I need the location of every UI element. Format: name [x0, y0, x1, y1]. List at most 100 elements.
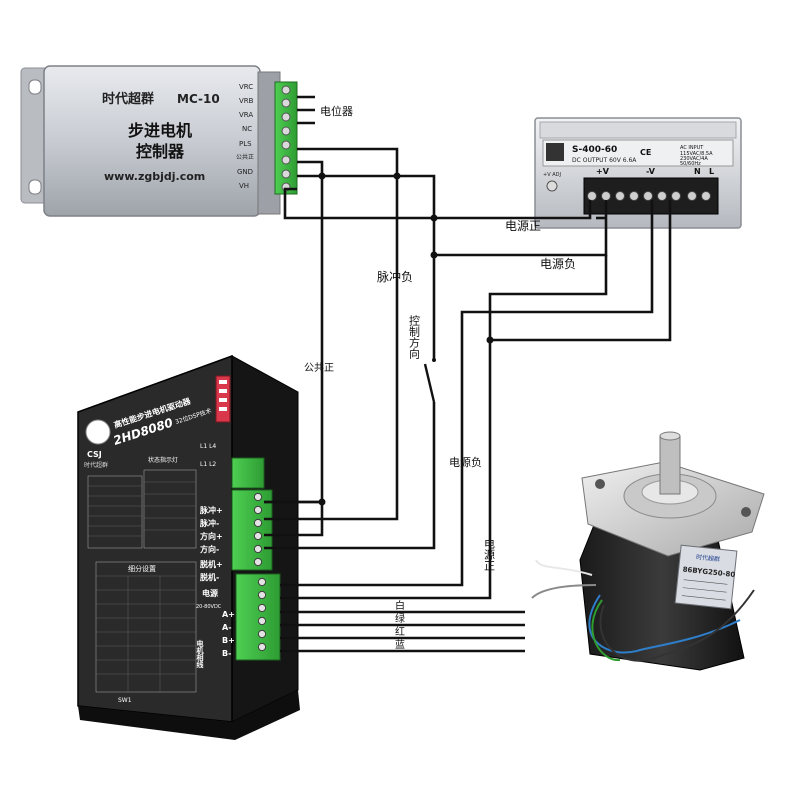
motor-lead-red [531, 584, 597, 599]
driver-terminal-power [235, 573, 281, 661]
wire-driver-power-branch [490, 200, 672, 342]
driver-brand: 时代超群 [84, 461, 108, 469]
junction-dot [430, 214, 438, 222]
driver-term-voltage: 20-80VDC [196, 604, 222, 610]
label-power-pos-mid: 电源正 [483, 538, 496, 571]
psu-term-n: N [694, 167, 701, 176]
controller-terminal-labels: VRC VRB VRA NC PLS 公共正 GND VH [236, 83, 254, 190]
driver-led-label-1: L1 L4 [200, 443, 216, 450]
screw [257, 642, 267, 652]
driver-status-header: 状态指示灯 [148, 456, 178, 464]
driver-motor-pin: B+ [222, 636, 235, 645]
driver-dip-levers [219, 380, 227, 411]
psu-term-v-neg: -V [646, 167, 656, 176]
controller-terminal-block [274, 81, 298, 195]
screw [281, 85, 291, 95]
dip-lever[interactable] [219, 389, 227, 393]
screw [281, 126, 291, 136]
controller-website: www.zgbjdj.com [104, 170, 205, 183]
potentiometer-label: 电位器 [320, 104, 353, 118]
driver-logo: CSJ 时代超群 [84, 419, 111, 469]
psu-ce-mark: CE [640, 148, 651, 157]
controller-term-label: VH [239, 182, 249, 190]
junction-dot [430, 251, 438, 259]
stepper-motor: 时代超群 86BYG250-80 [531, 431, 765, 671]
driver-bottom-fins [78, 690, 300, 740]
psu-adjust-knob [546, 180, 558, 192]
controller-title-line2: 控制器 [136, 142, 185, 161]
screw [257, 616, 267, 626]
screw [257, 603, 267, 613]
label-wire-red: 红 [395, 625, 405, 638]
psu-ac-input: AC INPUT [680, 145, 704, 151]
motor-label-lines [681, 579, 728, 601]
wire-direction-lower [264, 402, 436, 550]
wire-vh [283, 187, 592, 220]
dip-lever[interactable] [219, 407, 227, 411]
controller-mount-hole-top [28, 79, 42, 95]
motor-shaft [659, 435, 681, 495]
label-power-neg-top: 电源负 [540, 257, 576, 271]
screw [687, 191, 697, 201]
driver-term-offline-neg: 脱机- [200, 572, 219, 582]
motor-shaft-tip [659, 431, 681, 441]
controller-term-label: VRC [239, 83, 253, 91]
driver-logo-text: CSJ [87, 450, 102, 459]
driver-logo-badge [85, 419, 111, 445]
screw [253, 518, 263, 528]
wire-labels: 电源正 电源负 脉冲负 控制方向 公共正 电源负 电源正 白 绿 红 蓝 [304, 219, 576, 651]
screw [671, 191, 681, 201]
screw [615, 191, 625, 201]
screw [253, 505, 263, 515]
screw [657, 191, 667, 201]
controller-module: 时代超群 MC-10 步进电机 控制器 www.zgbjdj.com VRC V… [20, 65, 298, 217]
direction-switch[interactable] [423, 358, 436, 403]
psu-term-l: L [709, 167, 714, 176]
controller-screws [281, 85, 291, 192]
psu-vent-top [539, 121, 737, 139]
controller-case [43, 65, 261, 217]
junction-dot [318, 498, 326, 506]
controller-term-label: PLS [239, 140, 252, 148]
controller-brand: 时代超群 [102, 91, 154, 107]
signal-wires [264, 147, 672, 653]
dip-lever[interactable] [219, 380, 227, 384]
driver-table-right [143, 469, 197, 549]
motor-leads [531, 559, 755, 662]
driver-table-left [87, 475, 143, 549]
psu-logo-box [546, 143, 564, 161]
controller-model: MC-10 [177, 92, 220, 106]
controller-term-label: 公共正 [236, 153, 254, 161]
label-wire-white: 白 [395, 599, 405, 612]
controller-term-label: NC [242, 125, 252, 133]
psu-model: S-400-60 [572, 145, 617, 155]
wire-driver-power-pos [280, 200, 654, 587]
driver-table-bottom [95, 561, 197, 693]
motor-lead-black [599, 589, 755, 662]
driver-led-label-2: L1 L2 [200, 461, 216, 468]
controller-term-label: VRA [239, 111, 253, 119]
label-pulse-neg: 脉冲负 [377, 269, 413, 284]
driver-term-pulse-neg: 脉冲- [199, 518, 219, 528]
driver-motor-pin: A- [222, 623, 232, 632]
wire-pulse [264, 147, 399, 521]
screw [629, 191, 639, 201]
dip-lever[interactable] [219, 398, 227, 402]
psu-spec: DC OUTPUT 60V 6.6A [572, 157, 637, 164]
motor-lead-blue [588, 594, 741, 654]
screw [281, 112, 291, 122]
wire-common-dir [264, 502, 324, 537]
controller-title-line1: 步进电机 [128, 121, 192, 140]
motor-label-plate [674, 544, 738, 610]
label-wire-green: 绿 [395, 612, 405, 625]
driver-term-pulse-pos: 脉冲+ [199, 505, 223, 515]
power-supply: S-400-60 DC OUTPUT 60V 6.6A CE AC INPUT … [534, 117, 742, 229]
psu-ac-line3: 50/60Hz [680, 161, 701, 167]
driver-spec-table [87, 469, 197, 693]
screw [253, 557, 263, 567]
label-wire-blue: 蓝 [395, 639, 405, 651]
junction-dot [393, 172, 401, 180]
controller-mount-hole-bottom [28, 179, 42, 195]
screw [257, 629, 267, 639]
